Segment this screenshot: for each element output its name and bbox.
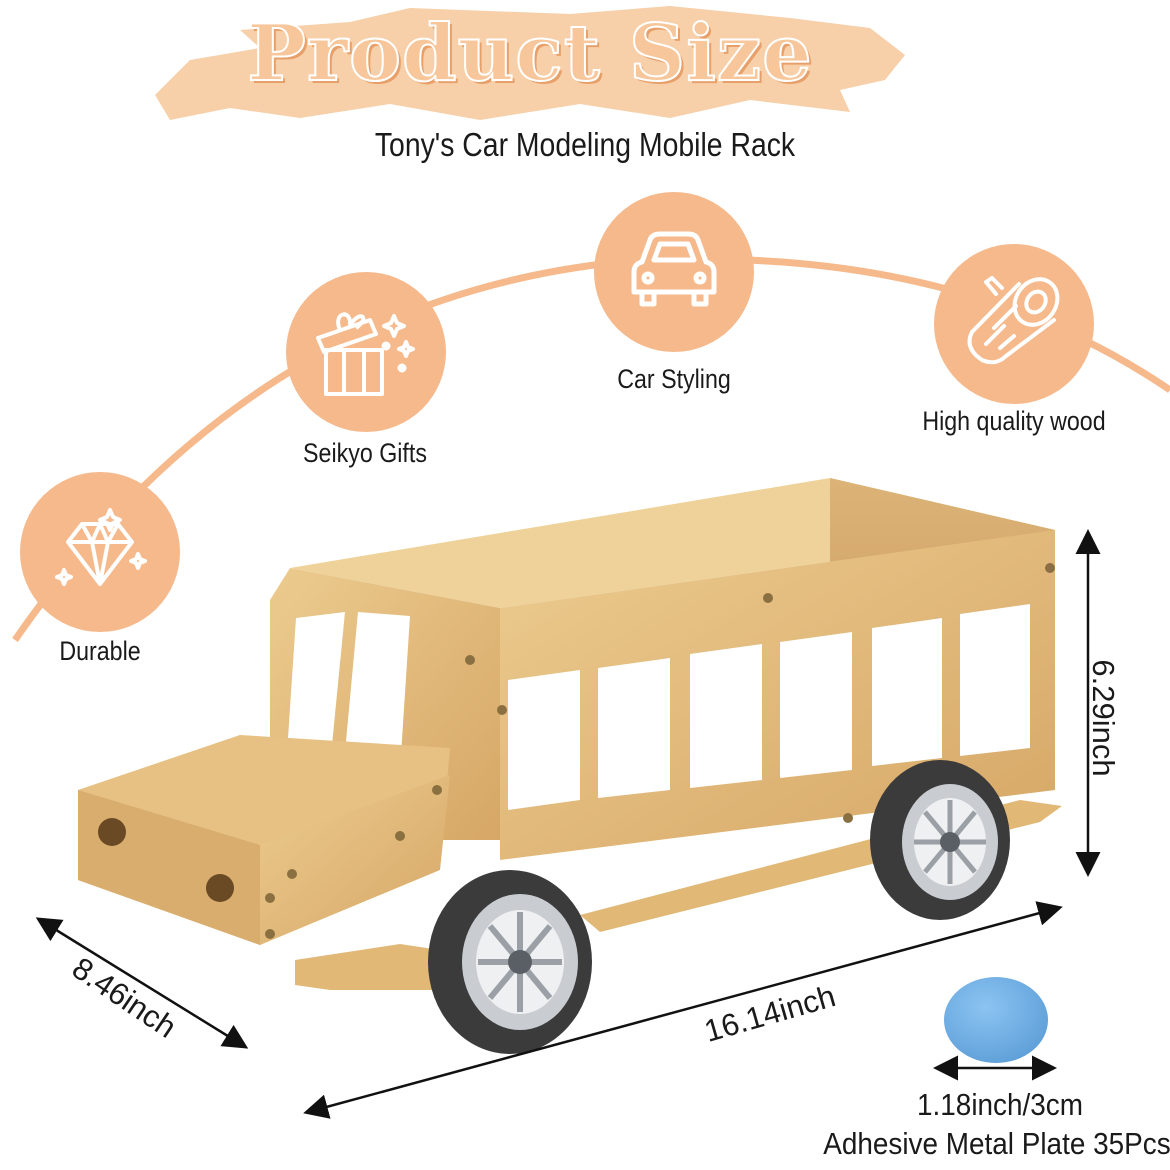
adhesive-plate-image bbox=[944, 977, 1048, 1063]
feature-circle-durable bbox=[20, 472, 180, 632]
wood-log-icon bbox=[967, 276, 1060, 365]
feature-label-durable: Durable bbox=[59, 636, 141, 666]
plate-name-label: Adhesive Metal Plate 35Pcs bbox=[823, 1126, 1170, 1161]
gift-box-icon bbox=[316, 312, 415, 396]
title-banner: Product Size bbox=[150, 0, 910, 125]
feature-circle-wood bbox=[934, 244, 1094, 404]
brush-stroke bbox=[155, 6, 905, 120]
car-icon bbox=[631, 231, 717, 307]
diamond-icon bbox=[55, 508, 147, 586]
page-title: Product Size bbox=[246, 7, 813, 100]
feature-label-wood: High quality wood bbox=[922, 406, 1106, 436]
product-subtitle: Tony's Car Modeling Mobile Rack bbox=[374, 126, 796, 163]
feature-label-gifts: Seikyo Gifts bbox=[303, 438, 427, 468]
feature-circle-gifts bbox=[286, 272, 446, 432]
feature-label-car: Car Styling bbox=[617, 364, 731, 394]
height-dimension: 6.29inch bbox=[1086, 659, 1121, 777]
feature-circle-car bbox=[594, 192, 754, 352]
rear-wheel bbox=[870, 760, 1010, 920]
plate-size-label: 1.18inch/3cm bbox=[917, 1087, 1083, 1122]
